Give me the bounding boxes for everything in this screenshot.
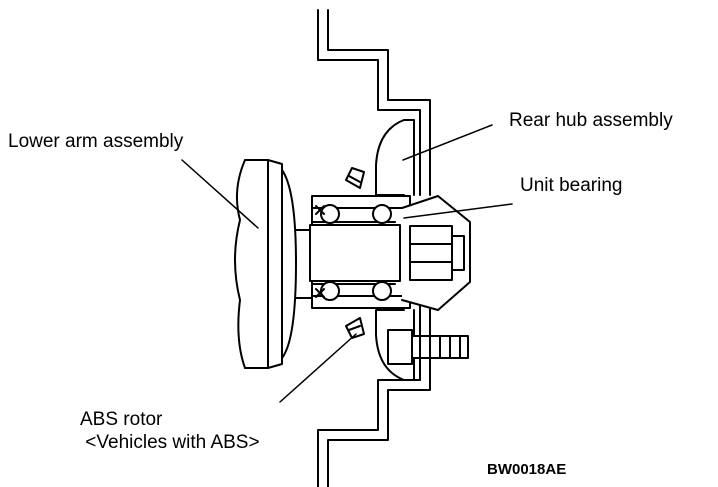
lower-arm-drawing <box>234 159 313 369</box>
nut-and-cap-drawing <box>401 195 471 311</box>
wheel-bolt-drawing <box>387 329 469 365</box>
lower-arm-label: Lower arm assembly <box>8 131 184 152</box>
unit-bearing-leader <box>403 203 513 219</box>
figure-code: BW0018AE <box>487 461 567 478</box>
abs-rotor-drawing <box>345 167 365 339</box>
leader-lines <box>181 124 513 403</box>
rear-hub-label: Rear hub assembly <box>509 110 673 131</box>
hub-flange-drawing <box>375 119 415 381</box>
lower-arm-leader <box>181 159 259 229</box>
bearing-balls <box>315 204 392 301</box>
knuckle-outline <box>317 9 431 487</box>
rear-hub-leader <box>402 124 493 161</box>
unit-bearing-label: Unit bearing <box>520 175 623 196</box>
abs-rotor-sublabel: <Vehicles with ABS> <box>80 432 260 453</box>
abs-rotor-label: ABS rotor <box>80 409 163 430</box>
spindle-drawing <box>309 224 401 282</box>
abs-rotor-leader <box>279 333 357 403</box>
